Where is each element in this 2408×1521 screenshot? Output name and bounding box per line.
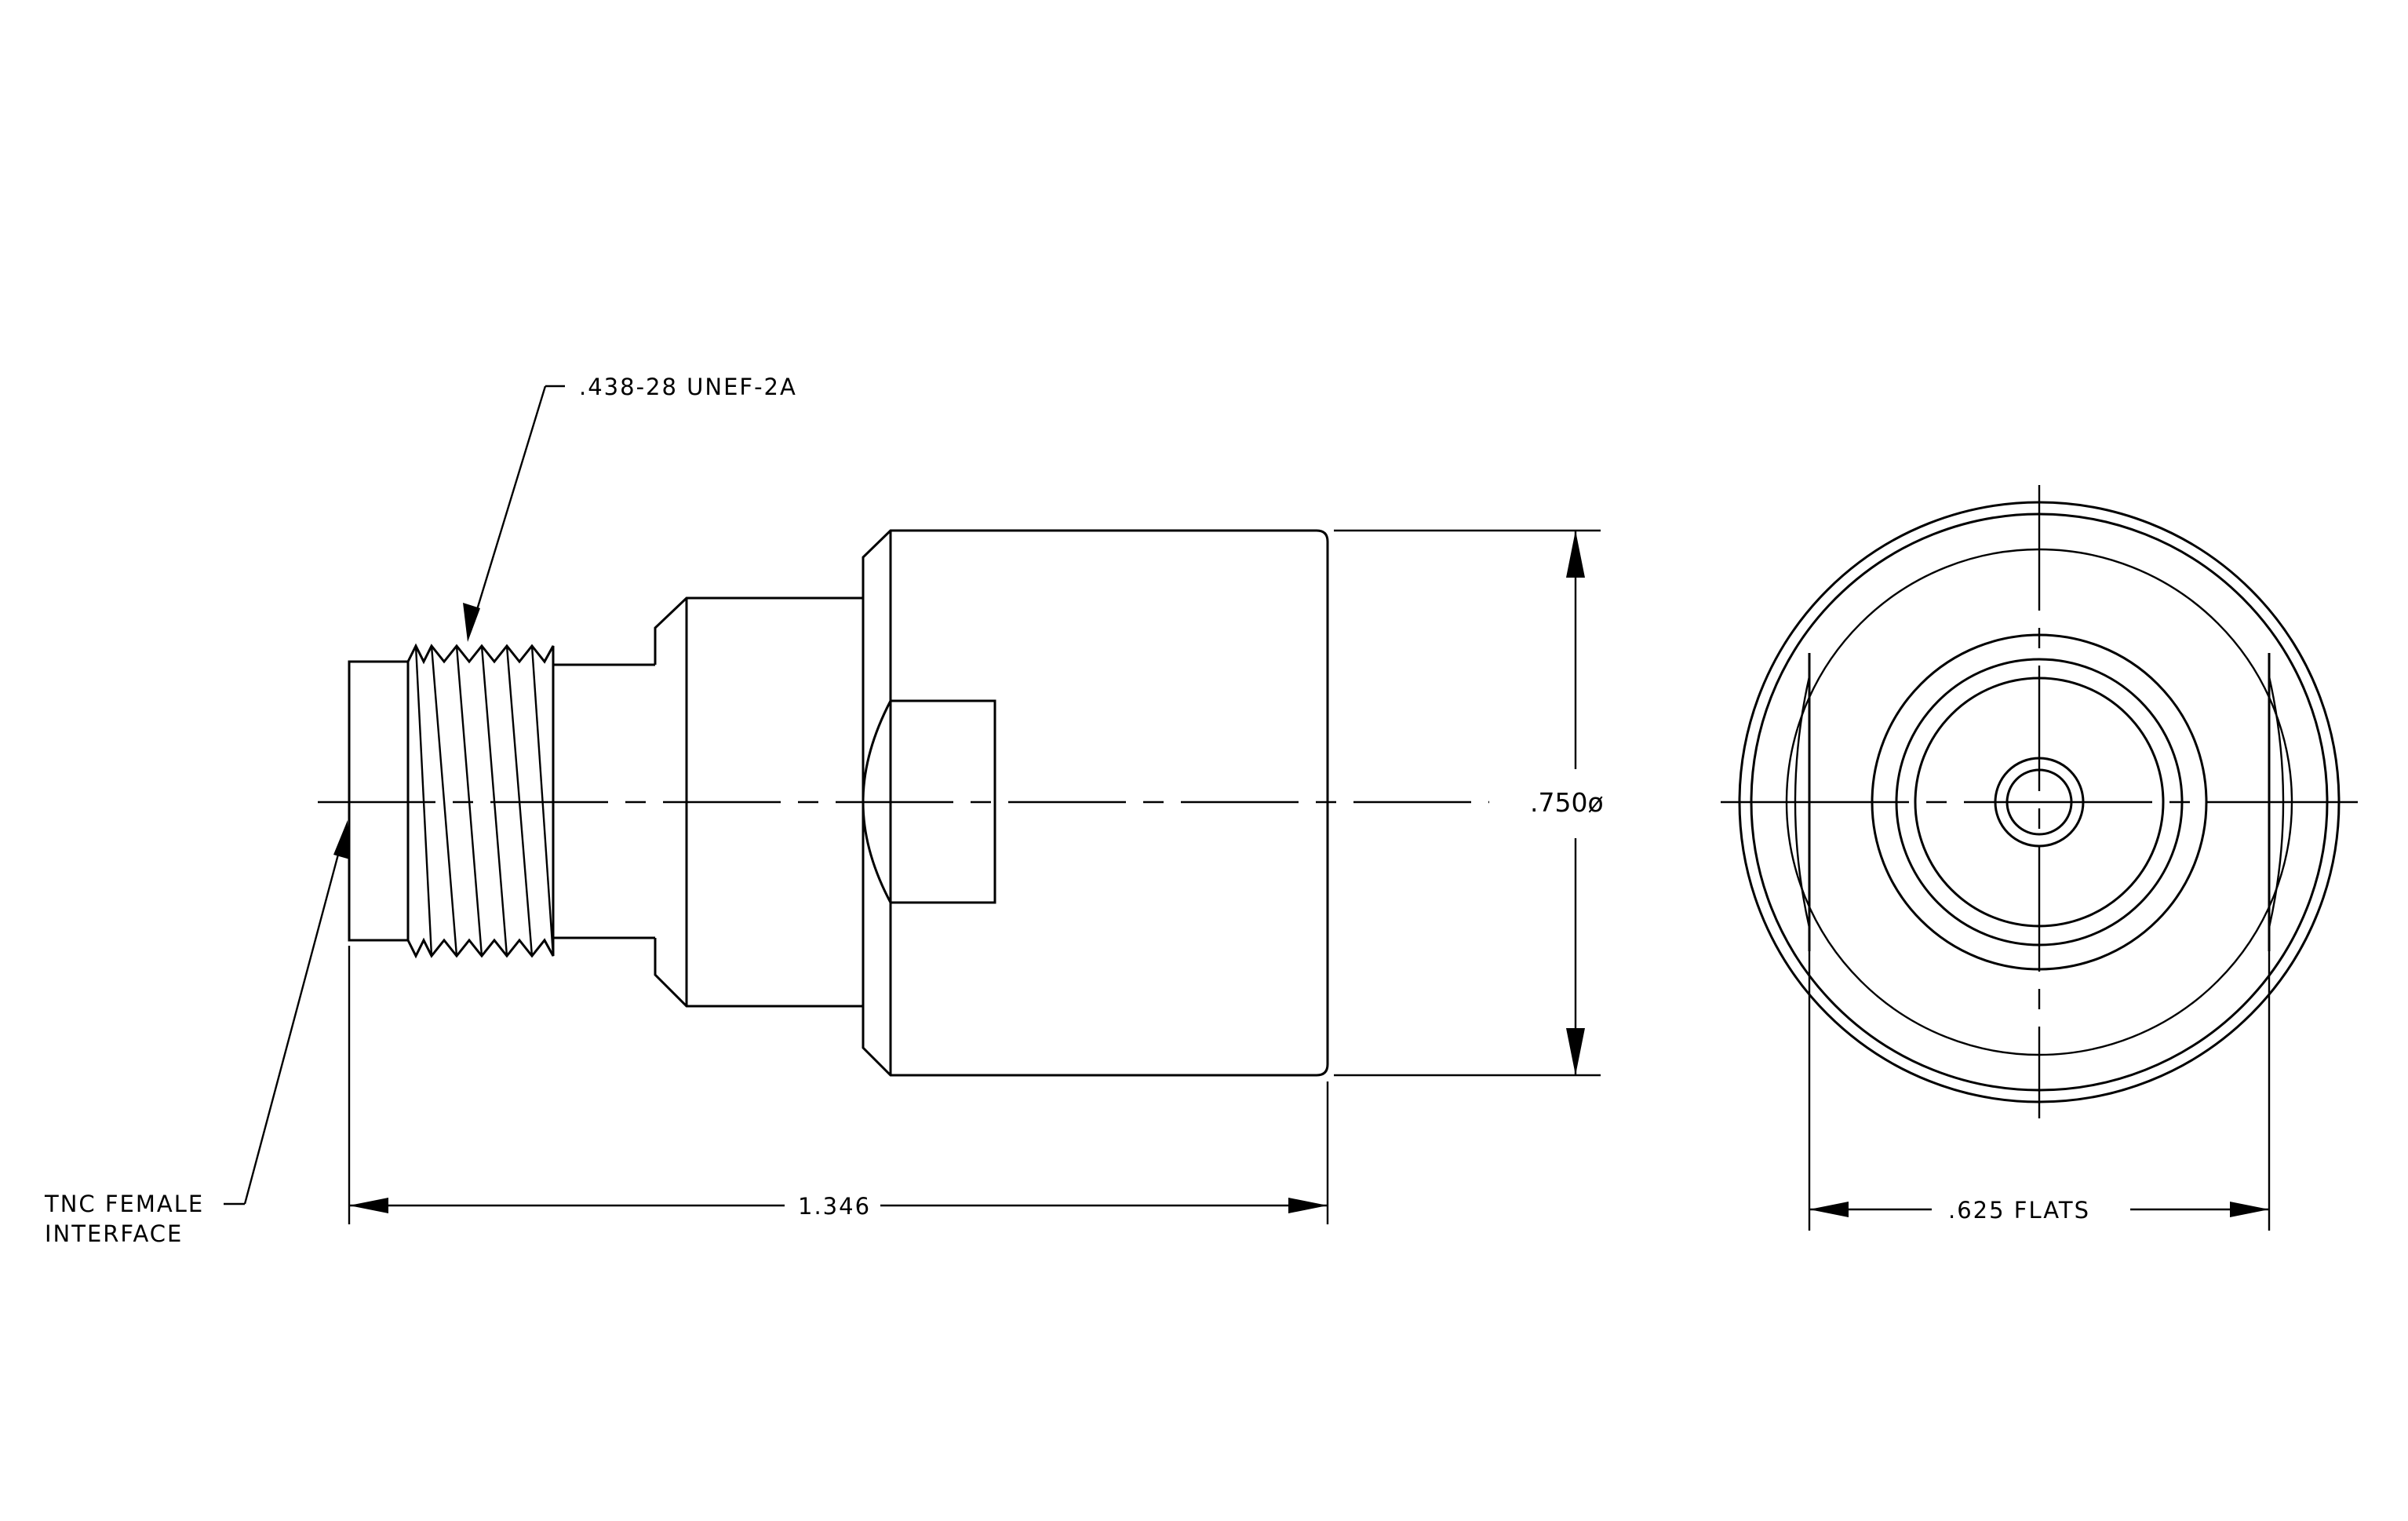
flats-dimension	[1808, 951, 2271, 1231]
thread-helix	[414, 645, 555, 957]
thread-callout: .438-28 UNEF-2A	[579, 374, 797, 400]
interface-callout-line1: TNC FEMALE	[44, 1191, 204, 1217]
end-view: .625 FLATS	[1721, 485, 2358, 1231]
diameter-dimension	[1334, 529, 1601, 1077]
thread-leader	[463, 385, 565, 642]
flats-label: .625 FLATS	[1948, 1197, 2090, 1224]
interface-leader	[224, 820, 350, 1205]
side-view: .750ø 1.346 .438-28 UNEF-2A TNC FEMALE I…	[44, 374, 1604, 1247]
interface-nose	[348, 660, 408, 942]
length-label: 1.346	[798, 1193, 871, 1220]
diameter-label: .750ø	[1530, 787, 1604, 818]
interface-callout-line2: INTERFACE	[45, 1220, 183, 1247]
neck	[553, 663, 655, 939]
length-dimension	[348, 946, 1329, 1224]
